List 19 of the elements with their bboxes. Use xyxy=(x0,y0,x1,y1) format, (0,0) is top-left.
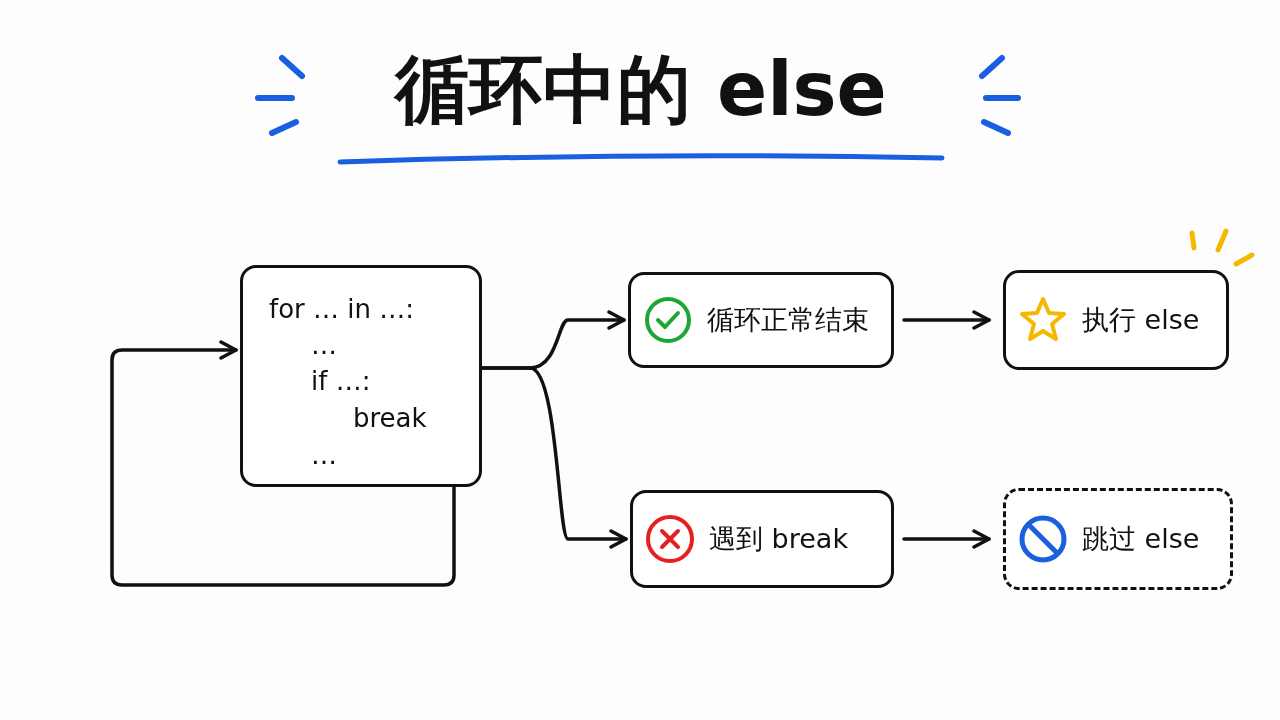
code-line: … xyxy=(311,332,337,358)
code-line: … xyxy=(311,442,337,468)
process-box xyxy=(628,272,894,368)
box-label: 循环正常结束 xyxy=(707,305,869,333)
code-box xyxy=(240,265,482,487)
arrow xyxy=(902,529,991,549)
process-box xyxy=(1003,488,1233,590)
code-line: for … in …: xyxy=(269,296,414,322)
arrow xyxy=(902,310,991,330)
arrow xyxy=(480,366,628,549)
box-label: 跳过 else xyxy=(1082,524,1200,552)
process-box xyxy=(1003,270,1229,370)
title: 循环中的 else xyxy=(392,52,888,126)
code-line: if …: xyxy=(311,368,371,394)
box-label: 执行 else xyxy=(1082,305,1200,333)
process-box xyxy=(630,490,894,588)
arrow xyxy=(110,340,456,587)
box-label: 遇到 break xyxy=(709,524,849,552)
code-line: break xyxy=(353,405,427,431)
